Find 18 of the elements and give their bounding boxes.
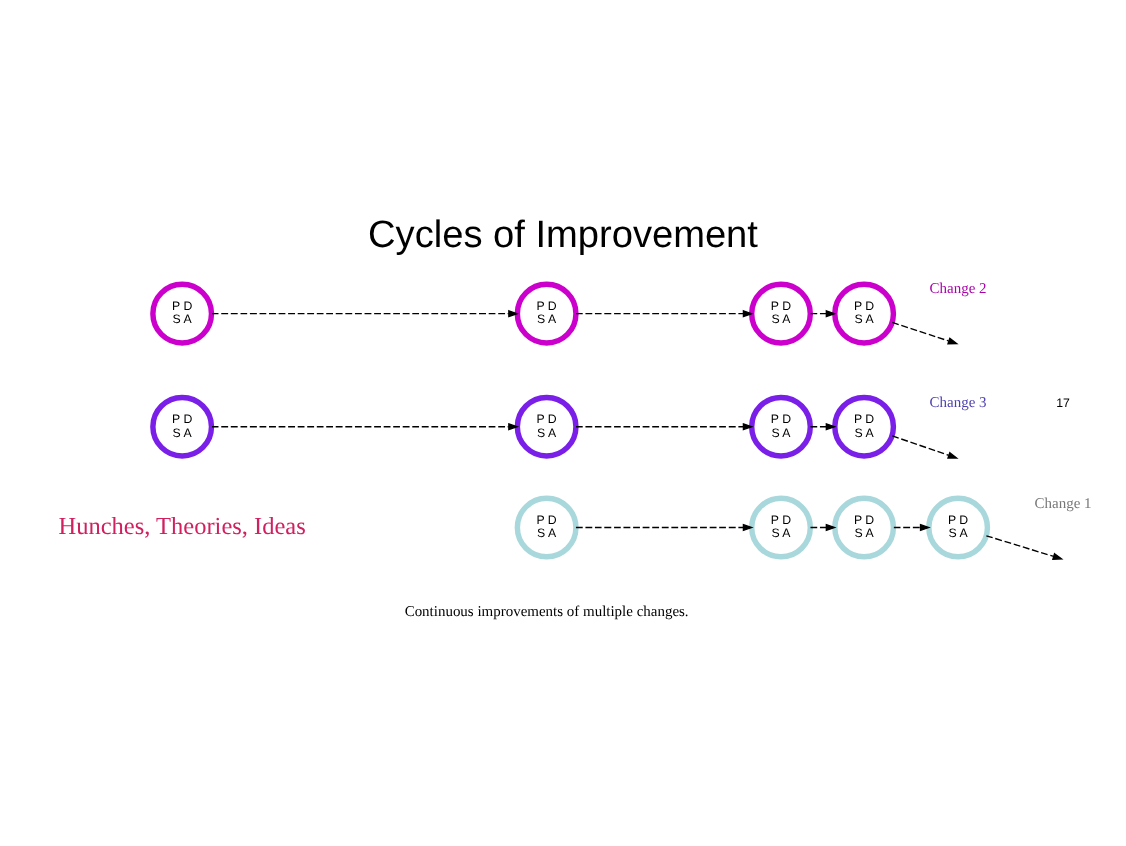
arrow bbox=[575, 308, 754, 317]
arrow bbox=[893, 522, 931, 531]
node-label: Change 2 bbox=[929, 277, 987, 296]
node-label: Change 1 bbox=[1034, 493, 1092, 512]
arrow bbox=[211, 308, 520, 317]
arrow bbox=[211, 421, 520, 430]
arrow bbox=[809, 522, 837, 531]
arrow bbox=[575, 421, 754, 430]
node-label: Change 3 bbox=[929, 392, 987, 411]
arrow bbox=[575, 522, 754, 531]
arrow bbox=[891, 434, 959, 458]
diagram-title: Cycles of Improvement bbox=[368, 214, 758, 257]
arrow bbox=[809, 308, 837, 317]
label: Continuous improvements of multiple changes. bbox=[404, 600, 689, 619]
label: Hunches, Theories, Ideas bbox=[58, 510, 306, 539]
arrow bbox=[809, 421, 837, 430]
arrow bbox=[891, 320, 959, 344]
arrow bbox=[985, 534, 1064, 559]
